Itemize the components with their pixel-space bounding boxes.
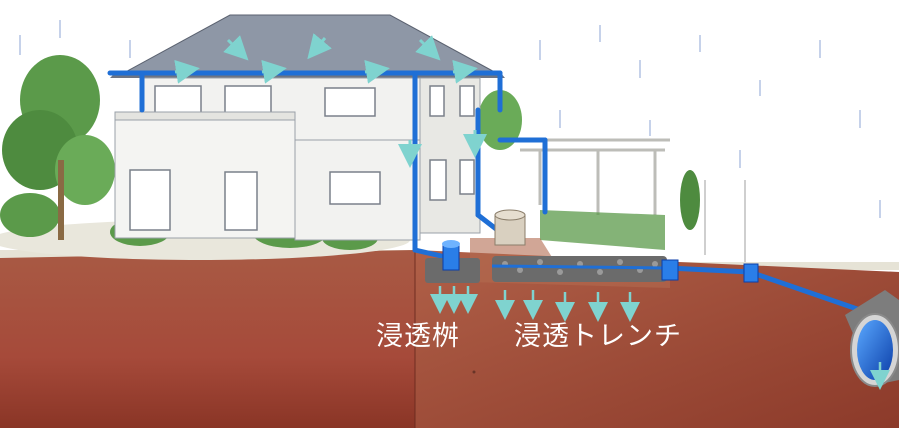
rain-arrow-icon	[174, 33, 487, 168]
junction-box	[661, 259, 679, 281]
infiltration-basin	[425, 240, 480, 283]
soil-left-face	[0, 250, 415, 428]
rain-streaks	[19, 20, 881, 218]
infiltration-basin-label: 浸透桝	[376, 321, 460, 352]
infiltration-trench-label: 浸透トレンチ	[514, 321, 682, 352]
junction-box-2	[743, 263, 759, 283]
lawn-right	[540, 210, 665, 250]
infiltration-trench	[491, 256, 668, 282]
drain-pipe-icon	[845, 290, 899, 387]
fence	[704, 180, 746, 262]
tree-cluster-left	[0, 55, 115, 240]
inspection-basin	[494, 209, 526, 246]
soil-front-face	[415, 250, 899, 428]
infiltration-arrow-icon	[430, 286, 890, 390]
house	[110, 14, 505, 241]
